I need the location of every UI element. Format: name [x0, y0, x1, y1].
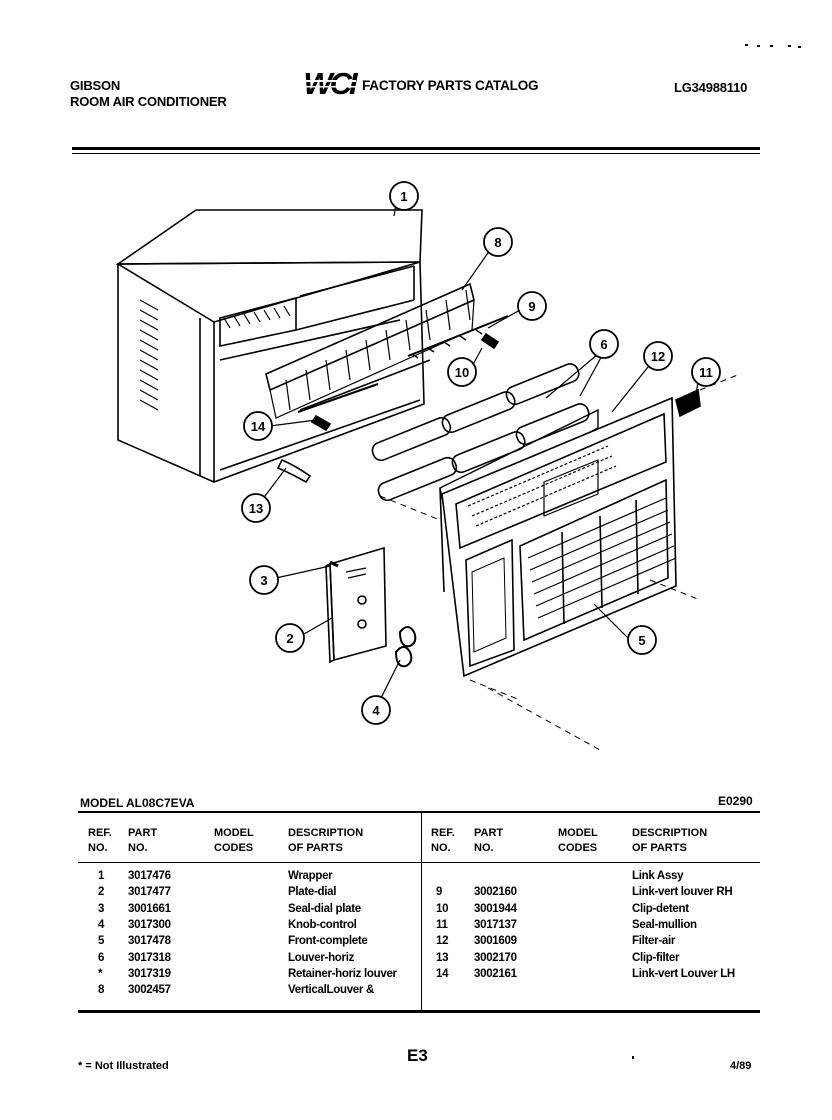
- left-row-part: 3002457: [128, 984, 171, 997]
- callout-8: 8: [494, 235, 501, 250]
- callout-14: 14: [251, 419, 266, 434]
- logo-text: WCI: [303, 66, 358, 100]
- catalog-code: LG34988110: [674, 80, 748, 95]
- callout-1: 1: [400, 189, 407, 204]
- right-row-ref: 9: [436, 886, 443, 899]
- right-row-part: 3001944: [474, 902, 517, 915]
- left-row-part: 3017478: [128, 935, 171, 948]
- right-row-part: 3002161: [474, 967, 517, 980]
- left-row-ref: 2: [98, 886, 105, 899]
- header-rule: [72, 147, 760, 150]
- front-panel: [441, 388, 701, 678]
- footnote: * = Not Illustrated: [78, 1060, 169, 1072]
- revision-date: 4/89: [730, 1060, 752, 1072]
- left-row-desc: VerticalLouver &: [288, 984, 374, 997]
- left-row-ref: 4: [98, 918, 105, 931]
- left-row-part: 3017300: [128, 918, 171, 931]
- control-knobs: [394, 626, 417, 668]
- right-row-desc: Link-vert Louver LH: [632, 967, 735, 980]
- exploded-parts-diagram: 1 8 9 10 6 12 11 14 13 3 2 4 5: [115, 181, 741, 751]
- callout-9: 9: [528, 299, 535, 314]
- table-bottom-rule: [78, 1010, 760, 1013]
- left-row-part: 3017318: [128, 951, 171, 964]
- vertical-louver-assembly: [265, 282, 475, 419]
- right-row-ref: 14: [436, 967, 449, 980]
- left-header-3: DESCRIPTION OF PARTS: [288, 827, 364, 854]
- right-row-desc: Seal-mullion: [632, 918, 697, 931]
- left-row-part: 3017477: [128, 886, 171, 899]
- right-row-desc: Clip-filter: [632, 951, 680, 964]
- right-row-desc: Clip-detent: [632, 902, 689, 915]
- callout-6: 6: [600, 337, 607, 352]
- left-row-desc: Knob-control: [288, 918, 357, 931]
- left-row-ref: *: [98, 967, 103, 980]
- left-row-part: 3017476: [128, 870, 171, 882]
- table-header-rule: [78, 862, 760, 863]
- right-header-1: PART NO.: [474, 827, 504, 854]
- model-label: MODEL AL08C7EVA: [80, 796, 195, 810]
- left-row-ref: 1: [98, 870, 105, 882]
- brand-name: GIBSON: [70, 78, 121, 93]
- left-row-desc: Retainer-horiz louver: [288, 967, 397, 980]
- right-row-desc: Filter-air: [632, 935, 676, 948]
- right-row-part: 3002170: [474, 951, 517, 964]
- catalog-title: FACTORY PARTS CATALOG: [362, 78, 539, 93]
- right-header-2: MODEL CODES: [558, 827, 598, 854]
- callout-10: 10: [455, 365, 469, 380]
- callout-2: 2: [286, 631, 293, 646]
- right-row-ref: 12: [436, 935, 449, 948]
- product-name: ROOM AIR CONDITIONER: [70, 94, 227, 109]
- callout-5: 5: [638, 633, 645, 648]
- left-row-part: 3001661: [128, 902, 171, 915]
- right-row-ref: 11: [436, 918, 448, 931]
- callout-3: 3: [260, 573, 267, 588]
- callout-13: 13: [249, 501, 263, 516]
- table-divider: [421, 813, 422, 1010]
- left-row-ref: 5: [98, 935, 105, 948]
- right-row-part: 3017137: [474, 918, 517, 931]
- horizontal-louvers: [371, 363, 590, 502]
- left-row-part: 3017319: [128, 967, 171, 980]
- wrapper-cabinet: [115, 209, 425, 483]
- right-row-ref: 13: [436, 951, 449, 964]
- right-header-0: REF. NO.: [431, 827, 455, 854]
- callout-4: 4: [372, 703, 380, 718]
- left-row-desc: Plate-dial: [288, 886, 337, 899]
- right-row-part: 3002160: [474, 886, 517, 899]
- right-row-desc: Link-vert louver RH: [632, 886, 733, 899]
- right-row-part: 3001609: [474, 935, 517, 948]
- left-header-2: MODEL CODES: [214, 827, 254, 854]
- page-number: E3: [407, 1046, 428, 1065]
- left-header-1: PART NO.: [128, 827, 158, 854]
- left-row-desc: Louver-horiz: [288, 951, 355, 964]
- right-row-ref: 10: [436, 902, 449, 915]
- right-header-3: DESCRIPTION OF PARTS: [632, 827, 708, 854]
- dial-plate: [325, 546, 387, 664]
- left-row-desc: Front-complete: [288, 935, 368, 948]
- left-row-desc: Seal-dial plate: [288, 902, 361, 915]
- left-row-ref: 8: [98, 984, 105, 997]
- right-row-desc: Link Assy: [632, 870, 684, 882]
- callout-12: 12: [651, 349, 665, 364]
- header-rule-thin: [72, 153, 760, 154]
- left-header-0: REF. NO.: [88, 827, 112, 854]
- left-row-ref: 3: [98, 902, 105, 915]
- model-code: E0290: [718, 794, 753, 808]
- callout-11: 11: [699, 365, 713, 380]
- left-row-desc: Wrapper: [288, 870, 333, 882]
- left-row-ref: 6: [98, 951, 105, 964]
- table-top-rule: [78, 811, 760, 813]
- wci-logo-icon: WCI: [302, 66, 358, 100]
